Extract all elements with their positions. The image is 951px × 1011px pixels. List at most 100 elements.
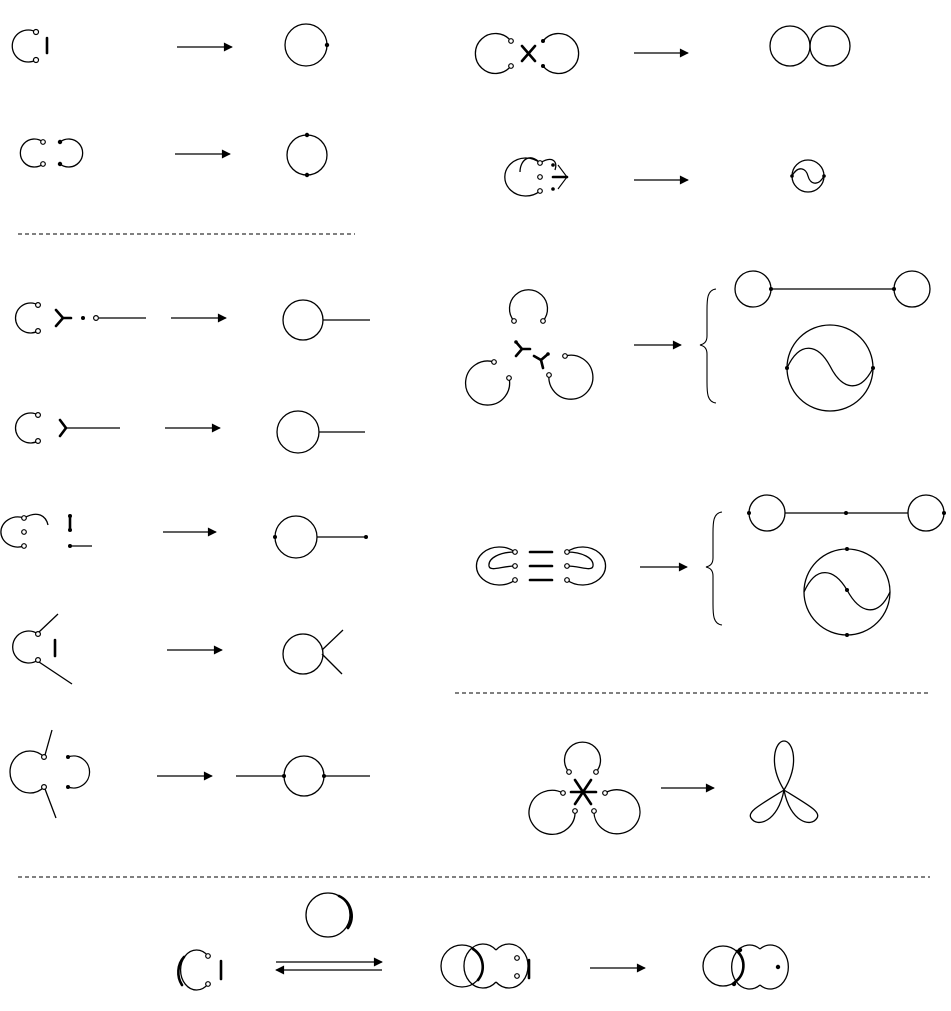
end-ring: [40, 161, 46, 167]
reaction-tadpole-three-arm: [14, 299, 370, 341]
top-arc: [563, 741, 602, 773]
junction-dot: [844, 511, 848, 515]
end-ring: [21, 515, 27, 521]
end-dot: [66, 755, 70, 759]
reaction-three-arm-products: [464, 270, 931, 412]
inner-arc: [519, 157, 541, 173]
junction-dot: [892, 287, 896, 291]
end-dot: [514, 340, 518, 344]
junction-dot: [324, 42, 330, 48]
end-ring: [514, 973, 520, 979]
top-arc: [508, 289, 549, 322]
end-dot: [68, 528, 72, 532]
end-dot: [551, 187, 555, 191]
product-loop-right: [731, 944, 761, 990]
end-ring: [508, 38, 514, 44]
branch-linker: [557, 164, 568, 190]
end-ring: [540, 318, 546, 324]
product-loop: [276, 410, 320, 454]
end-dot: [57, 161, 63, 167]
open-loop-arc: [12, 630, 39, 664]
reaction-six-end-products: [475, 494, 946, 637]
intermediate-loop-right-outer: [495, 943, 529, 989]
end-ring: [537, 160, 543, 166]
left-outer-arc: [475, 546, 516, 586]
left-arc: [528, 789, 576, 835]
junction-dot: [322, 774, 326, 778]
end-ring: [512, 577, 518, 583]
intermediate-loop-right: [463, 943, 497, 989]
end-ring: [40, 753, 47, 760]
end-ring: [205, 953, 211, 959]
product-leg: [321, 653, 343, 675]
right-arc: [67, 755, 91, 789]
junction-dot: [747, 511, 751, 515]
product-loop-right-outer: [759, 944, 789, 990]
leg-up: [38, 613, 59, 633]
end-ring: [572, 808, 578, 814]
junction-dot: [273, 535, 277, 539]
product-loop: [274, 515, 318, 559]
end-ring: [593, 769, 599, 775]
theta-chord: [786, 347, 874, 387]
end-ring: [21, 543, 27, 549]
left-inner-arc: [488, 551, 516, 570]
end-ring: [512, 549, 518, 555]
right-arc: [542, 32, 580, 75]
cross-linker: [520, 44, 537, 63]
end-ring: [512, 563, 518, 569]
end-ring: [40, 139, 46, 145]
right-outer-arc: [566, 546, 607, 586]
outer-arc: [0, 516, 25, 548]
left-arc: [474, 32, 512, 75]
reaction-two-loops-two-legs: [9, 729, 370, 819]
end-ring: [32, 28, 40, 36]
end-dot: [57, 139, 63, 145]
junction-dot: [942, 511, 946, 515]
end-ring: [564, 549, 570, 555]
junction-dot: [822, 174, 826, 178]
open-loop-arc: [179, 949, 209, 991]
end-ring: [564, 563, 570, 569]
reaction-loop-with-two-legs: [12, 613, 344, 685]
end-ring: [508, 63, 514, 69]
end-ring: [21, 529, 27, 535]
end-dot: [541, 39, 545, 43]
reagent-loop: [305, 892, 351, 938]
end-ring: [32, 56, 40, 64]
junction-dot: [785, 366, 789, 370]
reaction-theta-loop: [504, 157, 826, 197]
leg-down: [38, 661, 73, 685]
reaction-loop-closure: [11, 23, 330, 67]
junction-dot: [304, 132, 310, 138]
open-loop-arc: [11, 29, 37, 63]
end-ring: [511, 318, 517, 324]
junction-dot: [304, 172, 310, 178]
end-ring: [506, 375, 512, 381]
reaction-tadpole-two-arm: [14, 410, 365, 454]
end-ring: [514, 955, 520, 961]
junction-dot: [845, 588, 849, 592]
trefoil-petal: [783, 789, 819, 823]
dumbbell-left-ring: [734, 270, 772, 308]
theta-ring: [786, 324, 874, 412]
end-ring: [560, 790, 566, 796]
dumbbell-left-ring: [748, 494, 786, 532]
end-ring: [591, 808, 597, 814]
open-loop-arc: [14, 412, 39, 444]
junction-dot: [775, 964, 781, 970]
end-ring: [205, 981, 211, 987]
trefoil-petal: [749, 789, 785, 823]
end-dot: [364, 535, 368, 539]
end-ring: [34, 412, 41, 419]
reaction-interlinked-catenation: [177, 892, 789, 991]
trefoil-petal: [773, 740, 795, 791]
end-ring: [602, 790, 608, 796]
open-loop-arc: [14, 302, 39, 334]
end-dot: [68, 544, 72, 548]
right-arc: [548, 354, 594, 400]
leg-down: [44, 788, 57, 819]
inner-arc: [23, 513, 49, 526]
product-leg: [321, 629, 344, 651]
end-ring: [92, 315, 99, 322]
